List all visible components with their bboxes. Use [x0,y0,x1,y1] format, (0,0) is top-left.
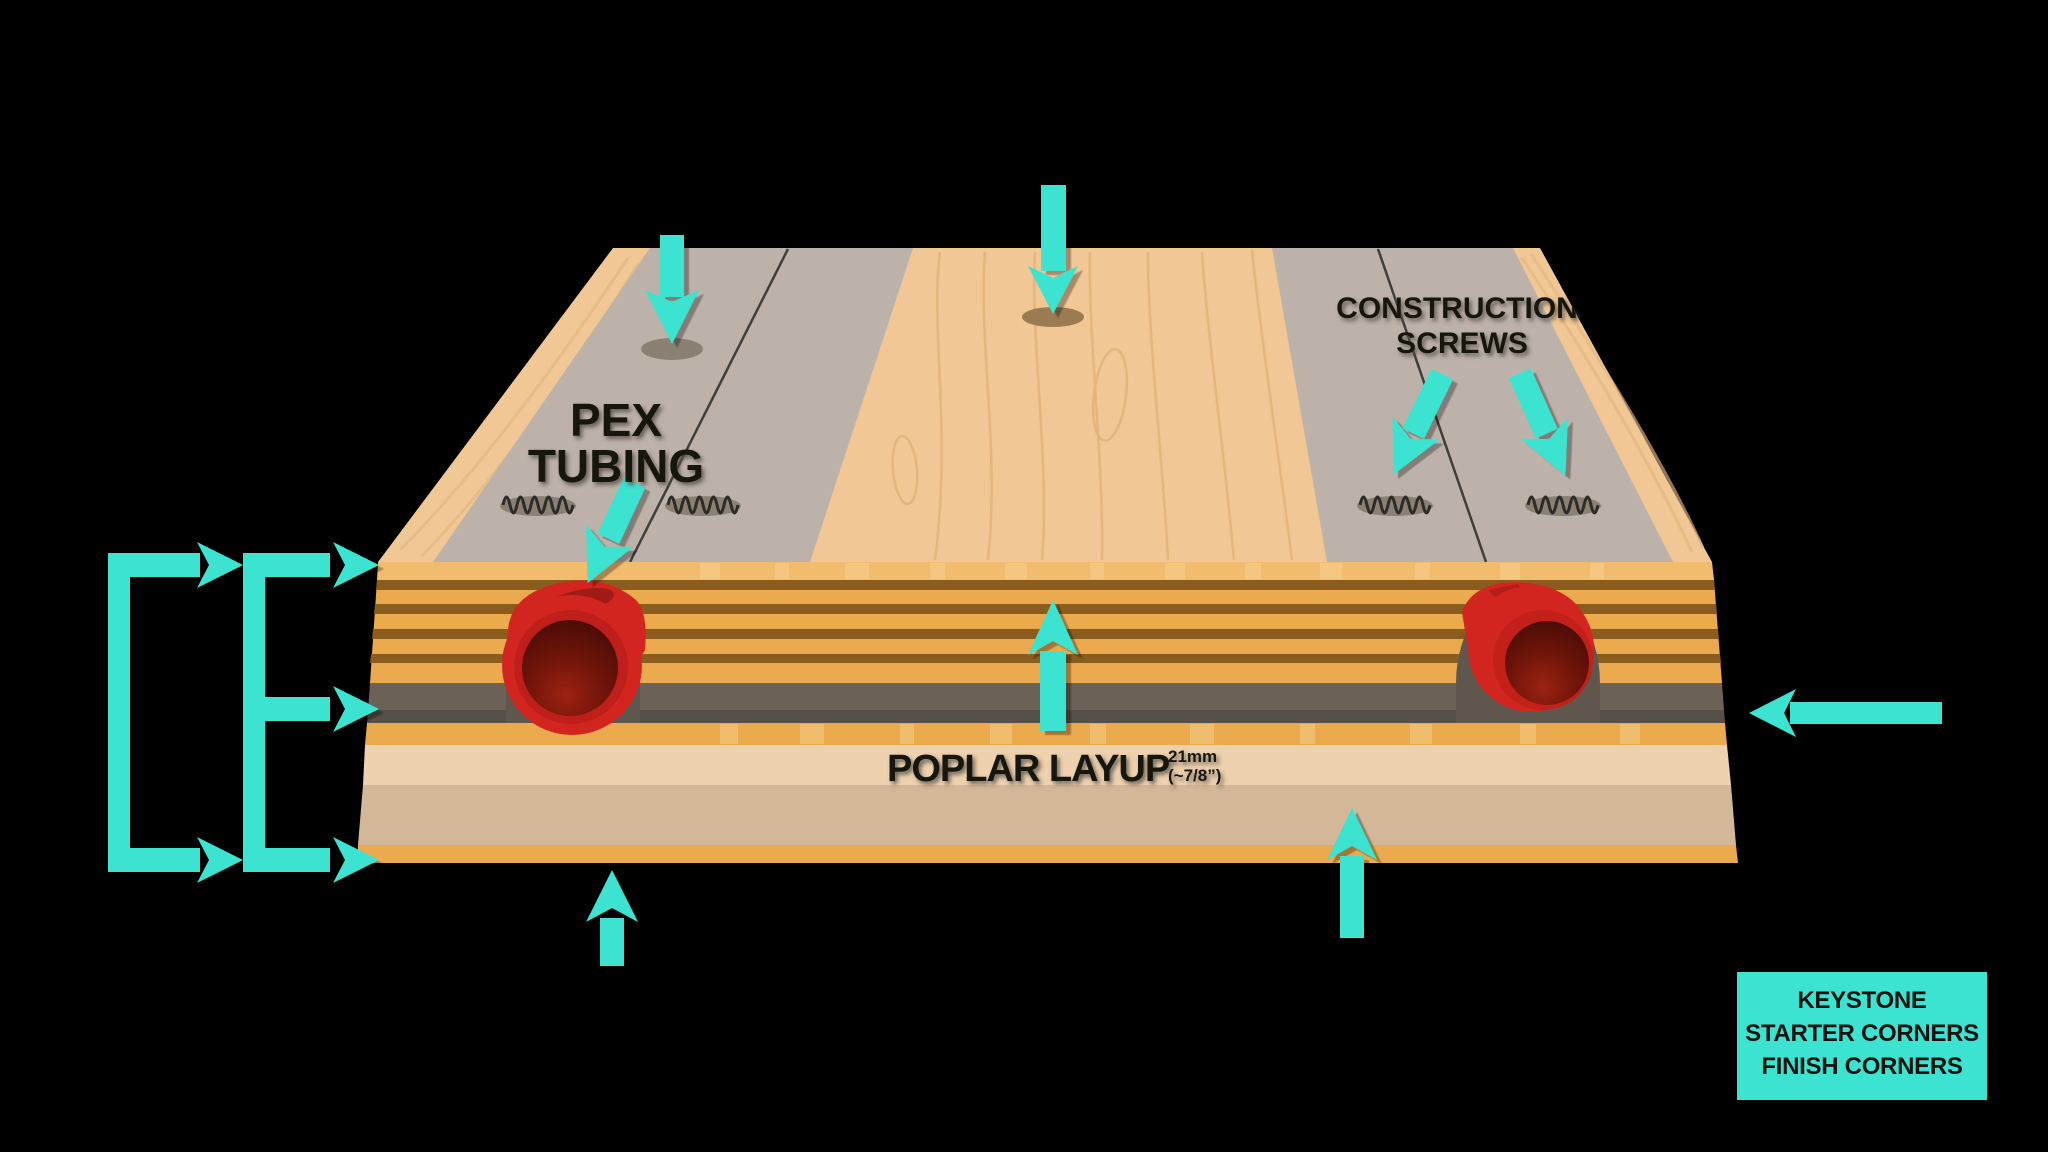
tube-bore-left [522,620,618,716]
mid-band-streaks [720,724,1640,744]
annotation-arrows [108,185,1942,966]
pex-line1: PEX [570,394,662,446]
orange-band-mid [365,723,1727,745]
center-board-grain [891,249,1294,561]
gray-board-right [1272,248,1673,562]
pex-line2: TUBING [528,440,704,492]
poplar-band-mid [358,785,1736,845]
arrow-screw-center-down [1028,185,1078,314]
keystone-legend-line2: STARTER CORNERS [1745,1020,1979,1047]
poplar-layup-label: POPLAR LAYUP 21mm (~7/8”) [887,747,1221,790]
board-seam-left [628,248,790,563]
screw-thread-marks [500,495,1601,516]
arrow-screw-left-down [645,235,699,344]
keystone-legend-line1: KEYSTONE [1797,987,1926,1014]
arrow-pex-tubing [586,477,646,584]
plywood-glue-lines [370,580,1721,663]
arrow-underlayment-right [1749,689,1942,737]
bracket-inner-left [243,542,379,883]
construction-screws-label: CONSTRUCTION SCREWS [1336,292,1578,360]
tube-bore-right [1505,621,1589,705]
poplar-sub1: 21mm [1168,747,1217,766]
panel-top-surface [378,248,1712,563]
construction-screws-line2: SCREWS [1396,327,1528,360]
arrow-front-center-up [1028,600,1078,731]
poplar-sub2: (~7/8”) [1168,766,1221,785]
bottom-edge-band [357,845,1738,863]
pex-tube-right [1456,582,1600,723]
arrow-bottom-left-up [586,870,638,966]
diagram-labels: CONSTRUCTION SCREWS PEX TUBING POPLAR LA… [528,292,1578,790]
arrow-bottom-right-up [1327,808,1377,938]
screw-hole-center [1022,307,1084,327]
keystone-legend-line3: FINISH CORNERS [1761,1053,1962,1080]
poplar-main: POPLAR LAYUP [887,748,1170,790]
screw-hole-left [641,338,703,360]
poplar-band-light [363,745,1731,785]
gray-board-left [433,248,913,562]
pex-tubing-label: PEX TUBING [528,394,704,492]
construction-screws-line1: CONSTRUCTION [1336,292,1578,325]
bracket-outer-left [108,542,243,883]
keystone-legend-box [1737,972,1987,1100]
keystone-legend: KEYSTONE STARTER CORNERS FINISH CORNERS [1737,972,1987,1100]
arrow-construction-right [1508,368,1568,476]
pex-tube-left [502,580,646,735]
arrow-construction-left [1392,369,1453,475]
top-edge-streaks [700,563,1604,579]
right-wood-strip-grain [1520,253,1705,553]
